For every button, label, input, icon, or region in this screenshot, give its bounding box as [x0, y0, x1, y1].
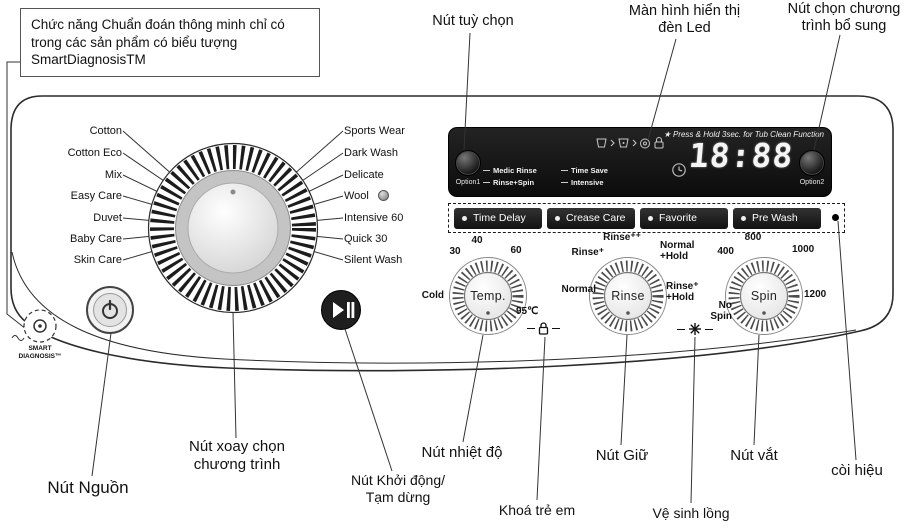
label-start-pause: Nút Khởi động/Tạm dừng: [350, 472, 445, 505]
program-dark-wash: Dark Wash: [344, 147, 398, 159]
crease-care-button[interactable]: Crease Care: [547, 207, 635, 229]
label-beeper: còi hiệu: [831, 462, 883, 479]
spin-1000: 1000: [792, 244, 815, 255]
spin-800: 800: [744, 232, 762, 243]
spin-1200: 1200: [804, 289, 827, 300]
led-time-display: 18:88: [687, 136, 796, 175]
led-dot: [462, 215, 467, 221]
chevron-icon: [632, 139, 637, 147]
program-baby-care: Baby Care: [70, 233, 122, 245]
label-extra-program-line1: Nút chọn chương: [787, 1, 901, 17]
led-dot: [741, 215, 746, 221]
buzzer-indicator-dot: [832, 214, 839, 221]
indicator-time-save: Time Save: [561, 166, 621, 175]
program-intensive-60: Intensive 60: [344, 212, 404, 224]
leader-lines: [6, 32, 857, 504]
spin-knob[interactable]: Spin: [725, 257, 803, 335]
label-power: Nút Nguồn: [47, 478, 129, 497]
temp-cold: Cold: [421, 290, 444, 301]
program-quick-30: Quick 30: [344, 233, 388, 245]
program-delicate: Delicate: [344, 169, 384, 181]
indicator-dash: [483, 182, 490, 183]
rinse-plus-plus: Rinse⁺⁺: [603, 232, 641, 243]
label-led-display-line2: đèn Led: [658, 20, 711, 37]
program-cotton: Cotton: [89, 125, 122, 137]
smart-diagnosis-text: SMART DIAGNOSIS™: [18, 345, 62, 361]
spin-icon: [640, 138, 650, 149]
cycle-icons: [596, 137, 664, 149]
program-duvet: Duvet: [93, 212, 122, 224]
led-dot: [648, 215, 653, 221]
smart-diagnosis-icon: [33, 319, 47, 333]
option2-label: Option2: [799, 179, 825, 186]
chevron-icon: [610, 139, 615, 147]
rinse-normal-hold: Normal+Hold: [660, 240, 695, 262]
label-led-display-line1: Màn hình hiển thị: [628, 3, 741, 19]
label-spin: Nút vắt: [730, 447, 778, 464]
indicator-dash: [483, 170, 490, 171]
temp-knob[interactable]: Temp.: [449, 257, 527, 335]
label-hold: Nút Giữ: [595, 447, 649, 464]
marker-dash: [677, 328, 685, 330]
tub-clean-marker: [677, 322, 713, 336]
rinse-normal: Normal: [561, 284, 596, 295]
pre-wash-button[interactable]: Pre Wash: [733, 207, 821, 229]
program-dial[interactable]: [149, 144, 318, 313]
program-sports-wear: Sports Wear: [344, 125, 405, 137]
indicator-intensive: Intensive: [561, 178, 621, 187]
power-button[interactable]: [86, 286, 134, 334]
start-pause-button[interactable]: [321, 290, 361, 330]
rinse-plus-hold: Rinse⁺+Hold: [666, 281, 699, 303]
tub-clean-star-icon: [689, 323, 701, 335]
program-easy-care: Easy Care: [70, 190, 122, 202]
label-option-button: Nút tuỳ chọn: [432, 13, 514, 29]
label-temp: Nút nhiệt độ: [421, 444, 503, 461]
temp-60: 60: [510, 245, 522, 256]
favorite-button[interactable]: Favorite: [640, 207, 728, 229]
time-delay-button[interactable]: Time Delay: [454, 207, 542, 229]
child-lock-icon: [538, 322, 549, 335]
option2-knob[interactable]: [799, 150, 825, 176]
smart-diagnosis-badge: [11, 309, 57, 343]
rinse-knob-caption: Rinse: [611, 289, 645, 303]
wool-icon: [378, 190, 389, 201]
label-extra-program: Nút chọn chương trình bổ sung: [775, 1, 906, 35]
wash-icon: [596, 138, 607, 148]
program-cotton-eco: Cotton Eco: [67, 147, 122, 159]
delay-timer-icon: [672, 163, 686, 177]
temp-40: 40: [471, 235, 483, 246]
program-mix: Mix: [104, 169, 122, 181]
indicator-dash: [561, 170, 568, 171]
temp-30: 30: [449, 246, 461, 257]
marker-dash: [705, 328, 713, 330]
indicator-dash: [561, 182, 568, 183]
program-wool: Wool: [344, 190, 369, 202]
indicator-rinse-spin: Rinse+Spin: [483, 178, 561, 187]
temp-knob-caption: Temp.: [470, 289, 506, 303]
program-skin-care: Skin Care: [73, 254, 122, 266]
label-extra-program-line2: trình bổ sung: [801, 18, 887, 35]
marker-dash: [552, 328, 560, 329]
door-lock-icon: [654, 141, 664, 149]
spin-knob-caption: Spin: [750, 289, 778, 303]
label-child-lock: Khoá trẻ em: [498, 502, 576, 518]
smart-diagnosis-callout: Chức năng Chuẩn đoán thông minh chỉ có t…: [20, 8, 320, 77]
option-buttons-row: Time Delay Crease Care Favorite Pre Wash: [448, 203, 845, 233]
indicator-medic-rinse: Medic Rinse: [483, 166, 561, 175]
rinse-plus: Rinse⁺: [571, 247, 604, 258]
led-dot: [555, 215, 560, 221]
child-lock-marker: [527, 322, 560, 335]
rinse-knob[interactable]: Rinse: [589, 257, 667, 335]
label-led-display: Màn hình hiển thị đèn Led: [612, 3, 757, 37]
program-silent-wash: Silent Wash: [344, 254, 403, 266]
display-indicators: Medic Rinse Time Save Rinse+Spin Intensi…: [483, 166, 621, 187]
sound-wave-icon: [11, 335, 25, 341]
led-display-panel: ★ Press & Hold 3sec. for Tub Clean Funct…: [448, 127, 832, 197]
spin-400: 400: [717, 246, 734, 257]
label-tub-clean: Vệ sinh lồng: [652, 505, 730, 521]
option1-knob[interactable]: [455, 150, 481, 176]
marker-dash: [527, 328, 535, 329]
